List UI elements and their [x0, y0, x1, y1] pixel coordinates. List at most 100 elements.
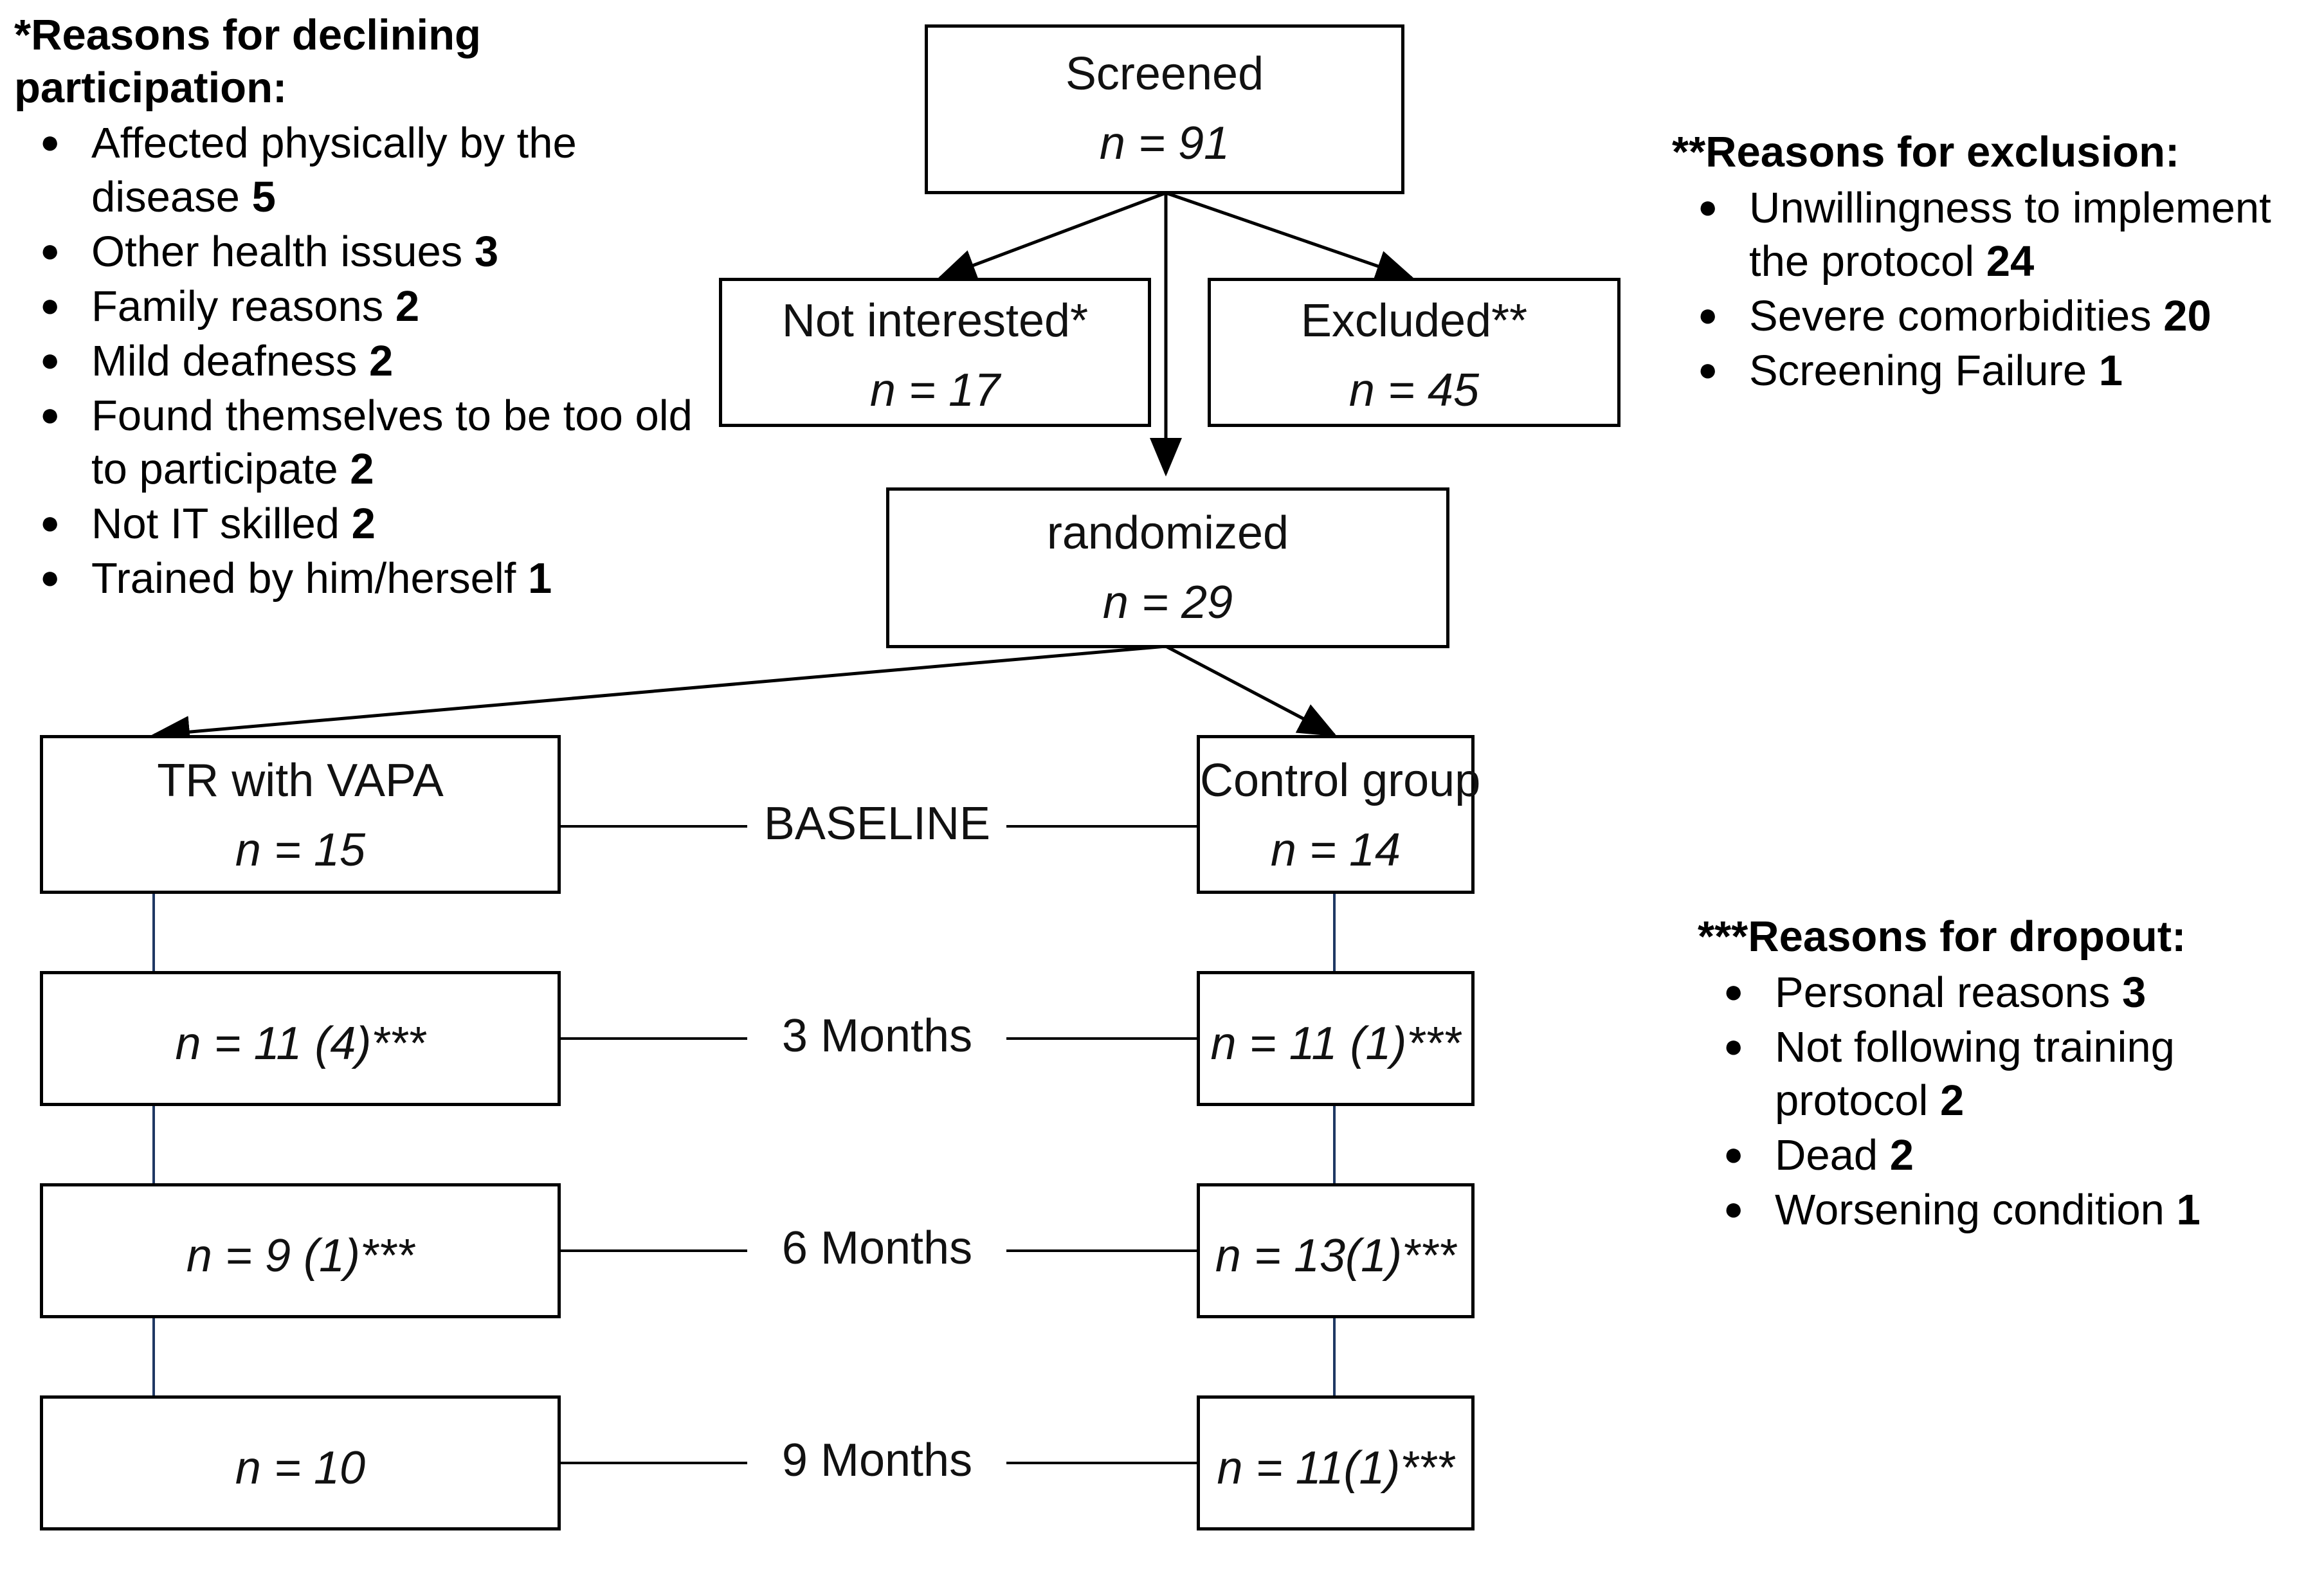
list-item: ● Found themselves to be too old to parti…	[14, 389, 702, 496]
list-item-text: Family reasons	[91, 282, 384, 331]
box-intervention-6m: n = 9 (1)***	[40, 1183, 561, 1318]
connector-9m-left	[561, 1462, 747, 1464]
list-item-count: 1	[2098, 346, 2123, 395]
list-item: ● Severe comorbidities 20	[1672, 289, 2321, 343]
box-control-9m-n: n = 11(1)***	[1217, 1442, 1455, 1494]
list-item-count: 2	[1889, 1131, 1914, 1179]
list-item-count: 24	[1986, 237, 2035, 286]
list-item: ● Dead 2	[1698, 1129, 2324, 1182]
list-item-count: 20	[2163, 291, 2211, 340]
list-item-text: Worsening condition	[1775, 1186, 2165, 1235]
arrow-screened-to-excluded	[1165, 191, 1415, 282]
arrow-randomized-to-control	[1165, 644, 1338, 737]
connector-3m-left	[561, 1037, 747, 1040]
box-control-3m-n: n = 11 (1)***	[1210, 1018, 1461, 1069]
list-item: ● Trained by him/herself 1	[14, 552, 702, 605]
list-item: ● Screening Failure 1	[1672, 344, 2321, 397]
bullet-icon: ●	[40, 395, 60, 433]
box-not-interested: Not interested* n = 17	[719, 278, 1151, 427]
list-item-count: 2	[1940, 1076, 1965, 1125]
bullet-icon: ●	[40, 559, 60, 597]
bullet-icon: ●	[1698, 296, 1718, 334]
box-control-baseline-label: Control group	[1200, 755, 1481, 806]
bullet-icon: ●	[40, 123, 60, 161]
bullet-icon: ●	[1723, 1135, 1744, 1173]
list-item-text: Other health issues	[91, 227, 463, 276]
timeline-label-9-months: 9 Months	[781, 1435, 973, 1486]
connector-3m-right	[1006, 1037, 1197, 1040]
list-item-text: Unwillingness to implement the protocol	[1749, 183, 2271, 286]
box-intervention-9m-n: n = 10	[235, 1442, 366, 1494]
list-item-count: 1	[527, 554, 552, 603]
list-item-count: 2	[369, 336, 394, 385]
bullet-icon: ●	[1723, 1190, 1744, 1228]
box-not-interested-label: Not interested*	[781, 295, 1089, 347]
connector-baseline-right	[1006, 825, 1197, 828]
bullet-icon: ●	[1698, 350, 1718, 388]
box-intervention-baseline: TR with VAPA n = 15	[40, 735, 561, 894]
list-item: ● Family reasons 2	[14, 280, 702, 333]
connector-6m-right	[1006, 1249, 1197, 1252]
box-control-baseline: Control group n = 14	[1197, 735, 1481, 894]
list-item: ● Affected physically by the disease 5	[14, 116, 702, 223]
list-item-count: 3	[474, 227, 499, 276]
box-control-9m: n = 11(1)***	[1197, 1395, 1475, 1530]
list-item-text: Found themselves to be too old to partic…	[91, 391, 693, 493]
box-intervention-3m: n = 11 (4)***	[40, 971, 561, 1106]
connector-intervention-6m-to-9m	[152, 1318, 155, 1395]
box-control-6m-n: n = 13(1)***	[1215, 1230, 1457, 1282]
note-declining-list: ● Affected physically by the disease 5 ● O…	[14, 116, 702, 605]
note-exclusion-list: ● Unwillingness to implement the protocol…	[1672, 181, 2321, 397]
list-item-text: Not following training protocol	[1775, 1022, 2175, 1125]
list-item-count: 1	[2176, 1186, 2201, 1235]
list-item-count: 5	[251, 172, 276, 221]
connector-intervention-baseline-to-3m	[152, 894, 155, 971]
list-item-text: Screening Failure	[1749, 346, 2087, 395]
connector-intervention-3m-to-6m	[152, 1106, 155, 1183]
note-dropout-list: ●Personal reasons 3 ●Not following train…	[1698, 966, 2324, 1237]
list-item-count: 2	[350, 444, 374, 493]
arrow-screened-to-not-interested	[937, 191, 1167, 281]
box-control-6m: n = 13(1)***	[1197, 1183, 1475, 1318]
bullet-icon: ●	[40, 504, 60, 542]
list-item-text: Trained by him/herself	[91, 554, 528, 603]
box-screened-n: n = 91	[1099, 117, 1230, 169]
list-item: ●Not IT skilled 2	[14, 497, 702, 550]
bullet-icon: ●	[40, 286, 60, 324]
box-intervention-6m-n: n = 9 (1)***	[186, 1230, 415, 1282]
list-item-count: 2	[395, 282, 420, 331]
bullet-icon: ●	[1723, 972, 1744, 1010]
note-exclusion-heading: **Reasons for exclusion:	[1672, 128, 2180, 176]
list-item: ● Mild deafness 2	[14, 334, 702, 388]
box-intervention-3m-n: n = 11 (4)***	[175, 1018, 426, 1069]
list-item-text: Severe comorbidities	[1749, 291, 2152, 340]
connector-6m-left	[561, 1249, 747, 1252]
note-dropout-heading: ***Reasons for dropout:	[1698, 913, 2186, 961]
connector-control-6m-to-9m	[1333, 1318, 1336, 1395]
box-randomized-n: n = 29	[1102, 576, 1233, 628]
box-control-3m: n = 11 (1)***	[1197, 971, 1475, 1106]
list-item: ●Unwillingness to implement the protocol…	[1672, 181, 2321, 288]
box-excluded-n: n = 45	[1348, 364, 1480, 416]
connector-baseline-left	[561, 825, 747, 828]
list-item-text: Affected physically by the disease	[91, 119, 577, 221]
box-randomized: randomized n = 29	[886, 487, 1449, 648]
box-intervention-baseline-label: TR with VAPA	[157, 755, 444, 806]
list-item-text: Dead	[1775, 1131, 1878, 1179]
bullet-icon: ●	[1723, 1027, 1744, 1065]
list-item-text: Mild deafness	[91, 336, 369, 385]
list-item-count: 2	[351, 500, 376, 549]
box-randomized-label: randomized	[1046, 507, 1289, 559]
connector-9m-right	[1006, 1462, 1197, 1464]
list-item: ● Other health issues 3	[14, 225, 702, 278]
timeline-label-6-months: 6 Months	[781, 1222, 973, 1274]
list-item: ● Worsening condition 1	[1698, 1183, 2324, 1237]
note-declining-participation: *Reasons for declining participation: ●A…	[14, 9, 702, 606]
connector-control-3m-to-6m	[1333, 1106, 1336, 1183]
bullet-icon: ●	[40, 232, 60, 269]
box-excluded-label: Excluded**	[1300, 295, 1528, 347]
box-control-baseline-n: n = 14	[1270, 824, 1401, 876]
bullet-icon: ●	[40, 341, 60, 379]
box-screened: Screened n = 91	[925, 24, 1404, 194]
